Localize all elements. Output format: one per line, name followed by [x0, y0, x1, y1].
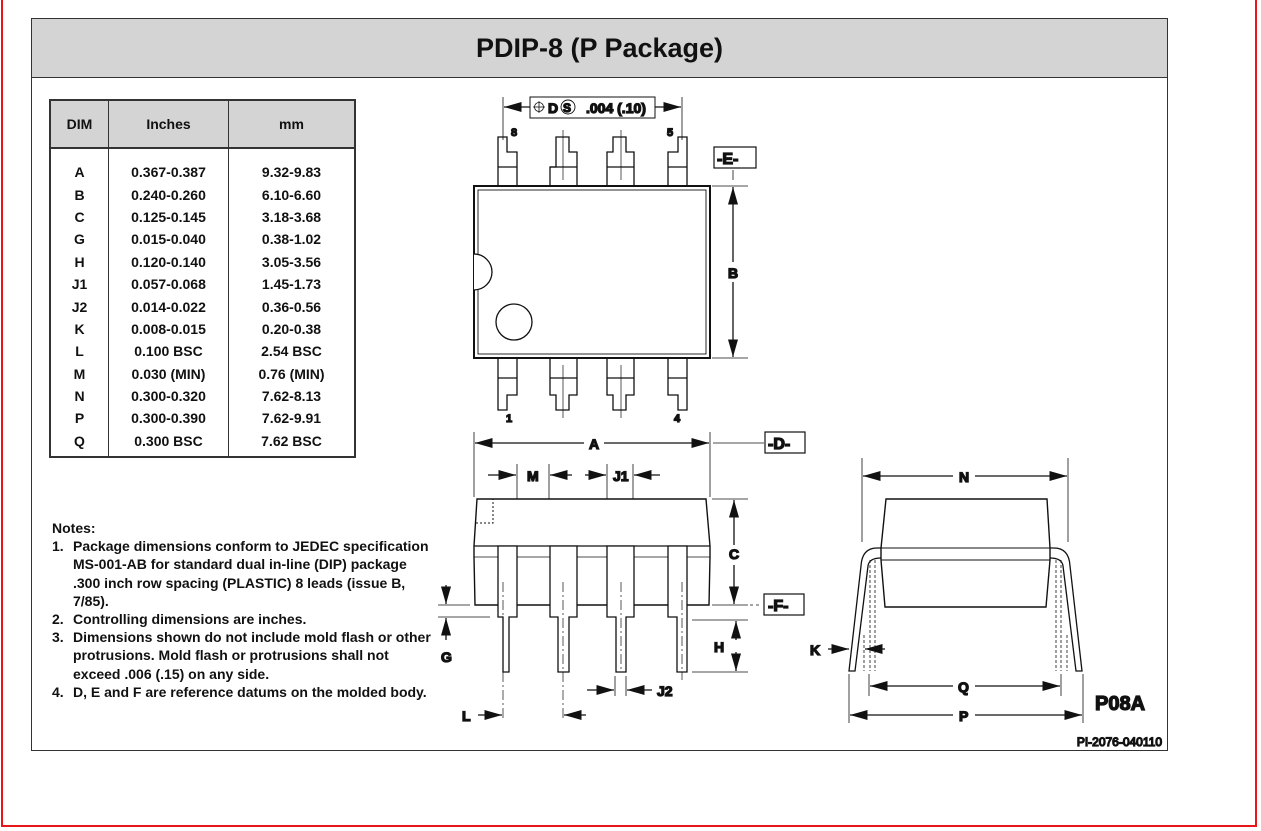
cell-dim: Q [49, 429, 109, 458]
datum-d: -D- [768, 436, 790, 453]
note-number: 1. [52, 538, 64, 555]
cell-mm: 1.45-1.73 [228, 272, 356, 296]
cell-inches: 0.057-0.068 [108, 272, 229, 296]
cell-inches: 0.030 (MIN) [108, 362, 229, 385]
dim-j1-label: J1 [613, 468, 629, 484]
cell-dim: A [49, 148, 109, 184]
dim-h-label: H [714, 639, 724, 655]
pin1-notch [473, 253, 493, 291]
cell-mm: 7.62-8.13 [228, 384, 356, 408]
dim-n-label: N [959, 469, 969, 485]
cell-dim: J1 [49, 272, 109, 296]
pin-1-label: 1 [506, 413, 512, 425]
note-number: 2. [52, 611, 64, 628]
pin-8-label: 8 [511, 127, 517, 139]
dim-b-label: B [728, 265, 738, 281]
pin-5-label: 5 [667, 127, 673, 139]
cell-mm: 0.76 (MIN) [228, 362, 356, 385]
header-inches: Inches [108, 99, 229, 149]
cell-inches: 0.300 BSC [108, 429, 229, 458]
tolerance-modifier: S [563, 101, 571, 115]
note-item: 2. Controlling dimensions are inches. [52, 610, 432, 628]
notes-heading: Notes: [52, 520, 96, 536]
cell-inches: 0.014-0.022 [108, 295, 229, 318]
note-number: 3. [52, 629, 64, 646]
datum-e: -E- [717, 151, 738, 168]
cell-mm: 7.62-9.91 [228, 407, 356, 430]
cell-mm: 0.38-1.02 [228, 228, 356, 251]
note-text: Controlling dimensions are inches. [73, 611, 307, 628]
cell-mm: 2.54 BSC [228, 340, 356, 363]
cell-inches: 0.367-0.387 [108, 148, 229, 184]
datum-f: -F- [768, 598, 788, 615]
cell-inches: 0.240-0.260 [108, 183, 229, 206]
position-tolerance-icon [533, 101, 545, 113]
package-code: P08A [1095, 693, 1145, 715]
cell-inches: 0.015-0.040 [108, 228, 229, 251]
page-title: PDIP-8 (P Package) [32, 19, 1167, 78]
end-view: N K Q P [809, 458, 1084, 725]
drawing-sheet: PDIP-8 (P Package) [31, 18, 1168, 751]
dim-c-label: C [729, 546, 739, 562]
cell-inches: 0.120-0.140 [108, 250, 229, 273]
note-text: Package dimensions conform to JEDEC spec… [73, 538, 429, 609]
cell-inches: 0.125-0.145 [108, 205, 229, 229]
cell-inches: 0.008-0.015 [108, 317, 229, 341]
cell-mm: 6.10-6.60 [228, 183, 356, 206]
side-view: A -D- M J1 C -F- [438, 431, 806, 725]
note-number: 4. [52, 683, 64, 700]
note-text: D, E and F are reference datums on the m… [73, 683, 427, 700]
dim-j2-label: J2 [657, 683, 673, 699]
note-text: Dimensions shown do not include mold fla… [73, 629, 431, 682]
tolerance-value: .004 (.10) [586, 100, 646, 116]
notes: Notes: 1. Package dimensions conform to J… [52, 519, 432, 701]
cell-mm: 0.36-0.56 [228, 295, 356, 318]
dim-q-label: Q [958, 679, 969, 695]
cell-mm: 3.18-3.68 [228, 205, 356, 229]
note-item: 4. D, E and F are reference datums on the… [52, 683, 432, 701]
header-mm: mm [228, 99, 356, 149]
dim-l-label: L [462, 708, 471, 724]
note-item: 1. Package dimensions conform to JEDEC sp… [52, 537, 432, 610]
cell-mm: 0.20-0.38 [228, 317, 356, 341]
dim-p-label: P [959, 708, 968, 724]
tolerance-datum: D [548, 100, 558, 116]
note-item: 3. Dimensions shown do not include mold f… [52, 628, 432, 683]
dim-m-label: M [527, 468, 539, 484]
cell-mm: 7.62 BSC [228, 429, 356, 458]
cell-mm: 3.05-3.56 [228, 250, 356, 273]
table-header: DIM Inches mm [49, 99, 356, 149]
cell-inches: 0.300-0.320 [108, 384, 229, 408]
dim-g-label: G [441, 649, 452, 665]
cell-mm: 9.32-9.83 [228, 148, 356, 184]
top-view: D S .004 (.10) 8 5 1 4 -E- B [473, 96, 757, 426]
dim-k-label: K [810, 642, 820, 658]
pin-4-label: 4 [674, 413, 681, 425]
cell-inches: 0.100 BSC [108, 340, 229, 363]
drawing-number: PI-2076-040110 [1077, 735, 1163, 749]
dim-a-label: A [589, 436, 599, 452]
pin1-dot [495, 303, 533, 341]
cell-inches: 0.300-0.390 [108, 407, 229, 430]
